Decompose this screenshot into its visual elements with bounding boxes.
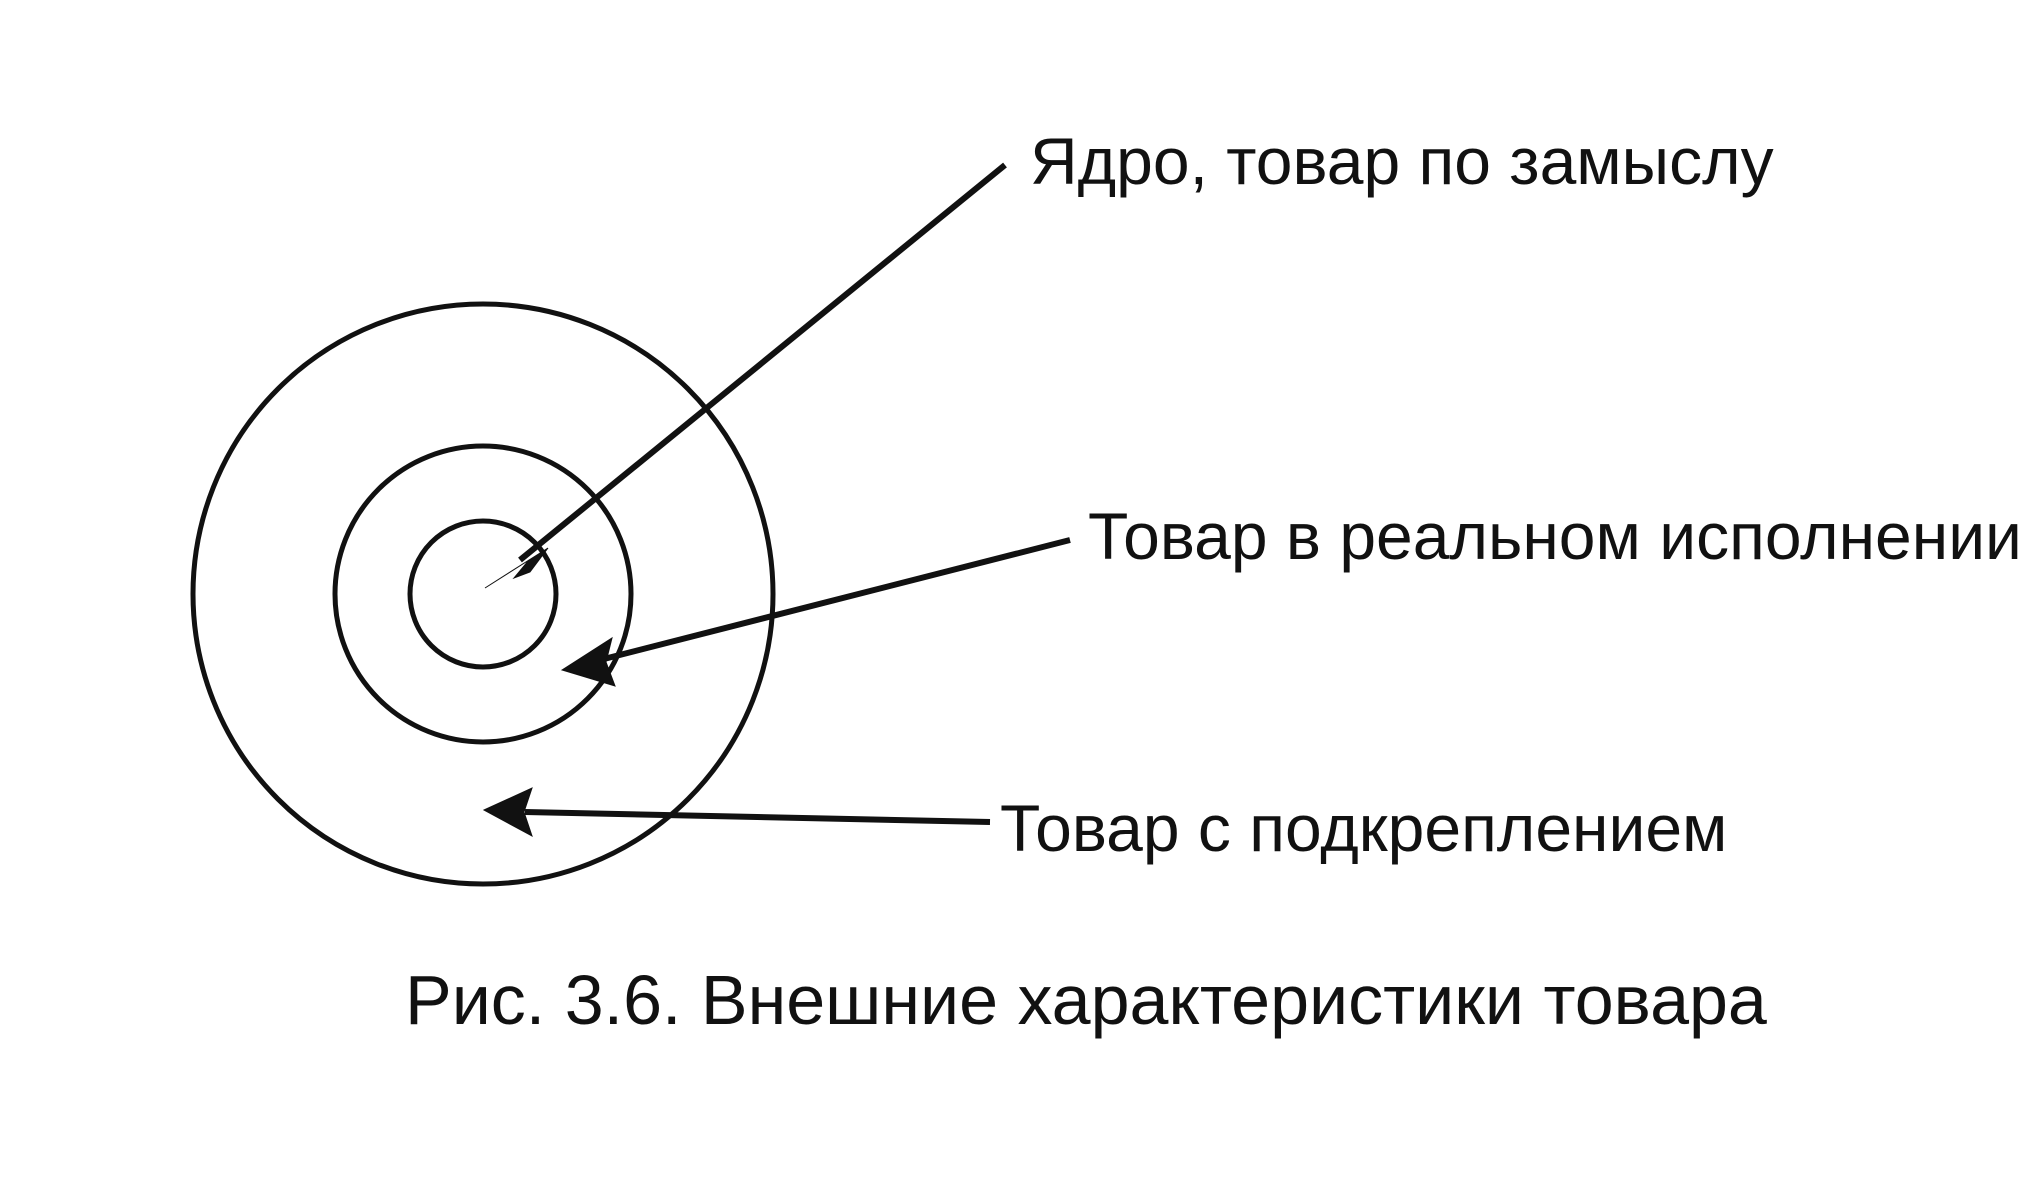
core-product-label: Ядро, товар по замыслу — [1030, 124, 1774, 198]
augmented-arrowhead — [482, 787, 533, 838]
actual-arrowhead — [560, 636, 616, 687]
middle-ring — [332, 443, 634, 745]
core-arrowhead — [484, 547, 549, 589]
inner-ring — [407, 518, 559, 670]
outer-ring — [190, 301, 776, 887]
augmented-pointer-line — [524, 809, 991, 825]
actual-product-label: Товар в реальном исполнении — [1088, 499, 2022, 573]
core-pointer-line — [518, 162, 1007, 563]
figure-caption: Рис. 3.6. Внешние характеристики товара — [405, 961, 1767, 1039]
augmented-product-label: Товар с подкреплением — [1000, 791, 1728, 865]
actual-pointer-line — [599, 537, 1071, 663]
